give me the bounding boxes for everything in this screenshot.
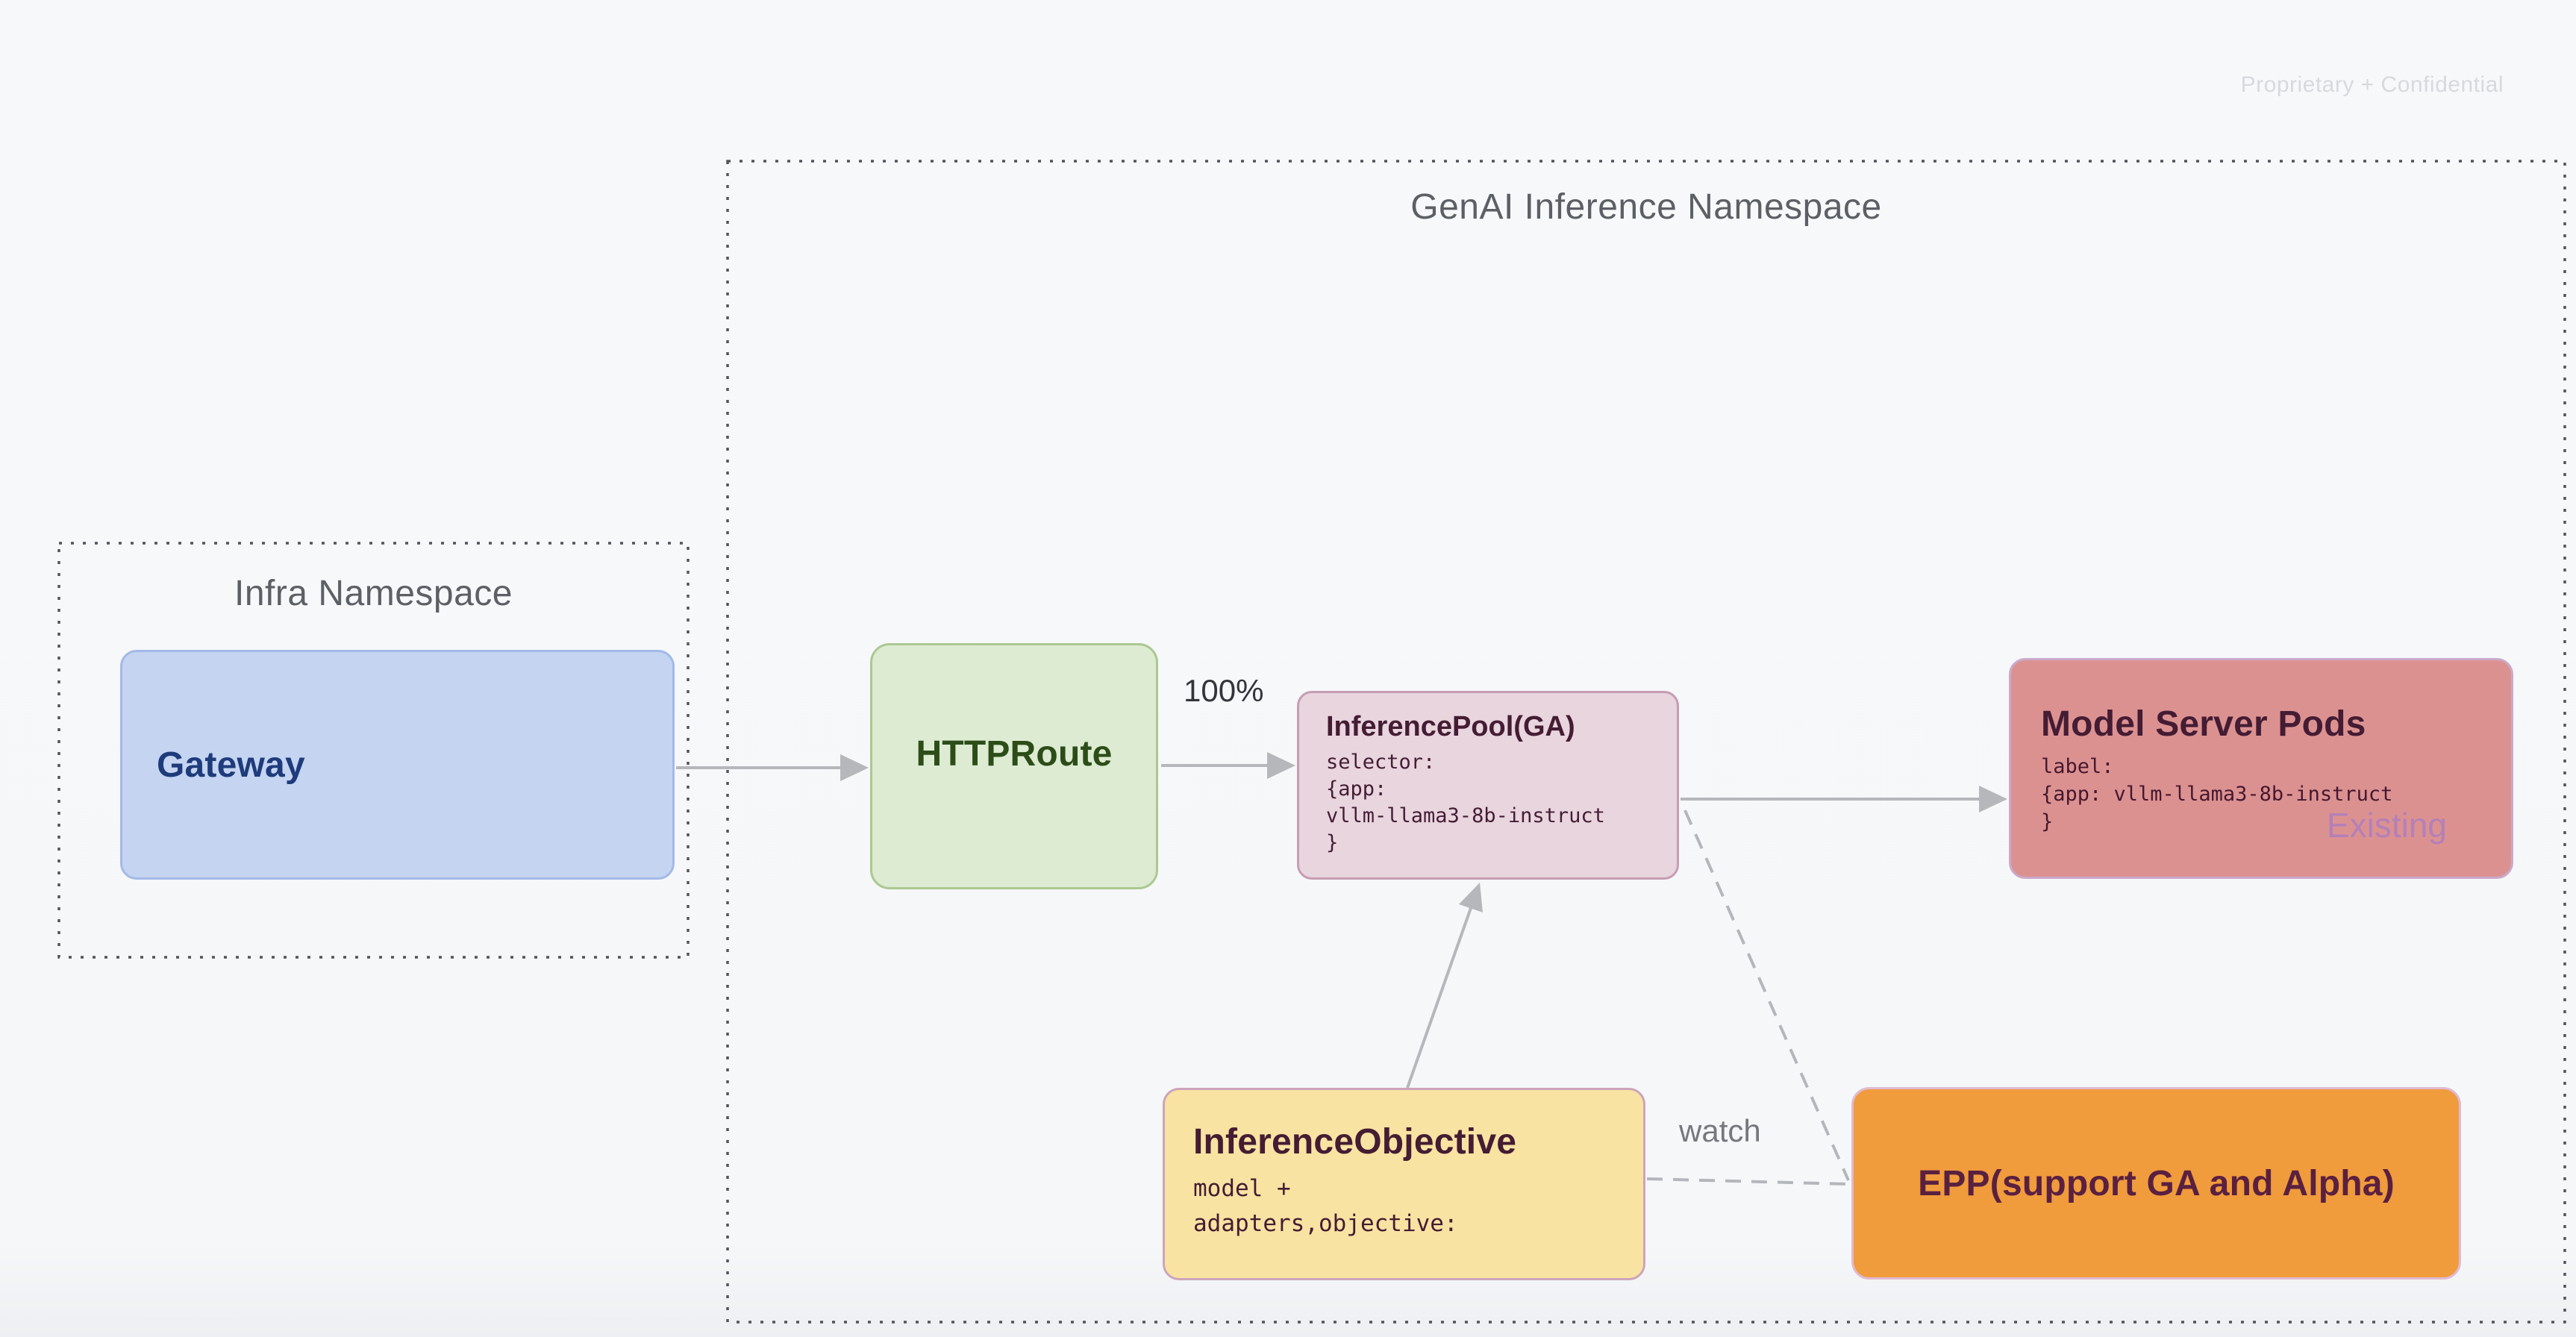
arrowhead-objective-to-pool	[1459, 883, 1483, 912]
genai-namespace-border	[726, 160, 2566, 1324]
httproute-node: HTTPRoute	[870, 643, 1158, 889]
inference-objective-node: InferenceObjective model + adapters,obje…	[1163, 1088, 1645, 1280]
edge-label-watch: watch	[1679, 1113, 1761, 1148]
arrowhead-gateway-to-httproute	[840, 754, 869, 781]
edge-pool-to-epp-dashed	[1684, 810, 1850, 1181]
edge-label-100-percent: 100%	[1184, 673, 1264, 708]
model-server-pods-node: Model Server Pods label: {app: vllm-llam…	[2009, 658, 2513, 879]
inference-pool-title: InferencePool(GA)	[1326, 711, 1575, 742]
epp-label: EPP(support GA and Alpha)	[1918, 1163, 2395, 1203]
gateway-label: Gateway	[157, 745, 305, 785]
httproute-label: HTTPRoute	[916, 733, 1113, 774]
inference-pool-selector-code: selector: {app: vllm-llama3-8b-instruct …	[1326, 751, 1605, 854]
infra-namespace-title: Infra Namespace	[234, 574, 513, 613]
inference-objective-title: InferenceObjective	[1193, 1122, 1517, 1162]
gateway-node: Gateway	[120, 650, 675, 880]
inference-pool-node: InferencePool(GA) selector: {app: vllm-l…	[1297, 691, 1679, 880]
genai-namespace-title: GenAI Inference Namespace	[1410, 187, 1882, 227]
existing-status-tag: Existing	[2326, 806, 2447, 845]
epp-node: EPP(support GA and Alpha)	[1851, 1087, 2461, 1280]
model-server-pods-title: Model Server Pods	[2041, 704, 2366, 744]
edge-objective-to-pool	[1406, 907, 1472, 1089]
confidentiality-watermark: Proprietary + Confidential	[2240, 72, 2504, 97]
edge-objective-to-epp-dashed	[1646, 1177, 1848, 1186]
infra-namespace-border	[57, 542, 690, 959]
arrowhead-pool-to-pods	[1979, 786, 2007, 812]
inference-objective-code: model + adapters,objective:	[1193, 1175, 1458, 1237]
model-server-pods-label-code: label: {app: vllm-llama3-8b-instruct }	[2041, 755, 2393, 833]
arrowhead-httproute-to-pool	[1267, 752, 1295, 779]
